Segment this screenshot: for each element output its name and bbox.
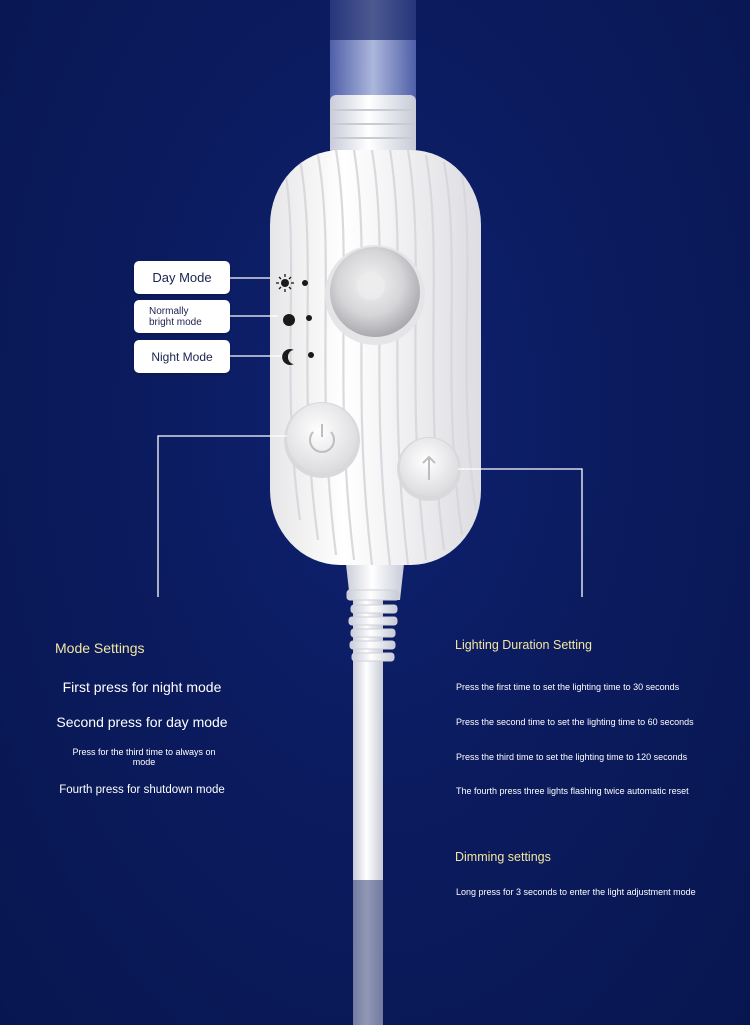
duration-step-1: Press the first time to set the lighting… [456, 682, 680, 692]
normally-bright-mode-label: Normally bright mode [134, 300, 230, 333]
duration-step-2: Press the second time to set the lightin… [456, 717, 694, 727]
callout-lines [157, 277, 583, 597]
timer-button[interactable] [397, 437, 461, 501]
mode-settings-heading: Mode Settings [55, 640, 145, 656]
mode-step-4: Fourth press for shutdown mode [59, 784, 225, 796]
mode-step-2: Second press for day mode [56, 714, 228, 730]
power-button[interactable] [284, 402, 360, 478]
day-mode-label: Day Mode [134, 261, 230, 294]
full-moon-icon [283, 314, 295, 326]
duration-step-3: Press the third time to set the lighting… [456, 752, 688, 762]
dimming-description: Long press for 3 seconds to enter the li… [456, 887, 696, 897]
dimming-settings-heading: Dimming settings [455, 850, 551, 864]
duration-step-4: The fourth press three lights flashing t… [456, 786, 689, 796]
mode-step-1: First press for night mode [62, 679, 222, 695]
power-icon [309, 424, 335, 453]
mode-step-3: Press for the third time to always on mo… [72, 747, 216, 767]
up-arrow-icon [422, 455, 436, 480]
lighting-duration-heading: Lighting Duration Setting [455, 638, 592, 652]
crescent-moon-icon [282, 348, 294, 365]
sun-icon [276, 274, 294, 292]
night-mode-label: Night Mode [134, 340, 230, 373]
